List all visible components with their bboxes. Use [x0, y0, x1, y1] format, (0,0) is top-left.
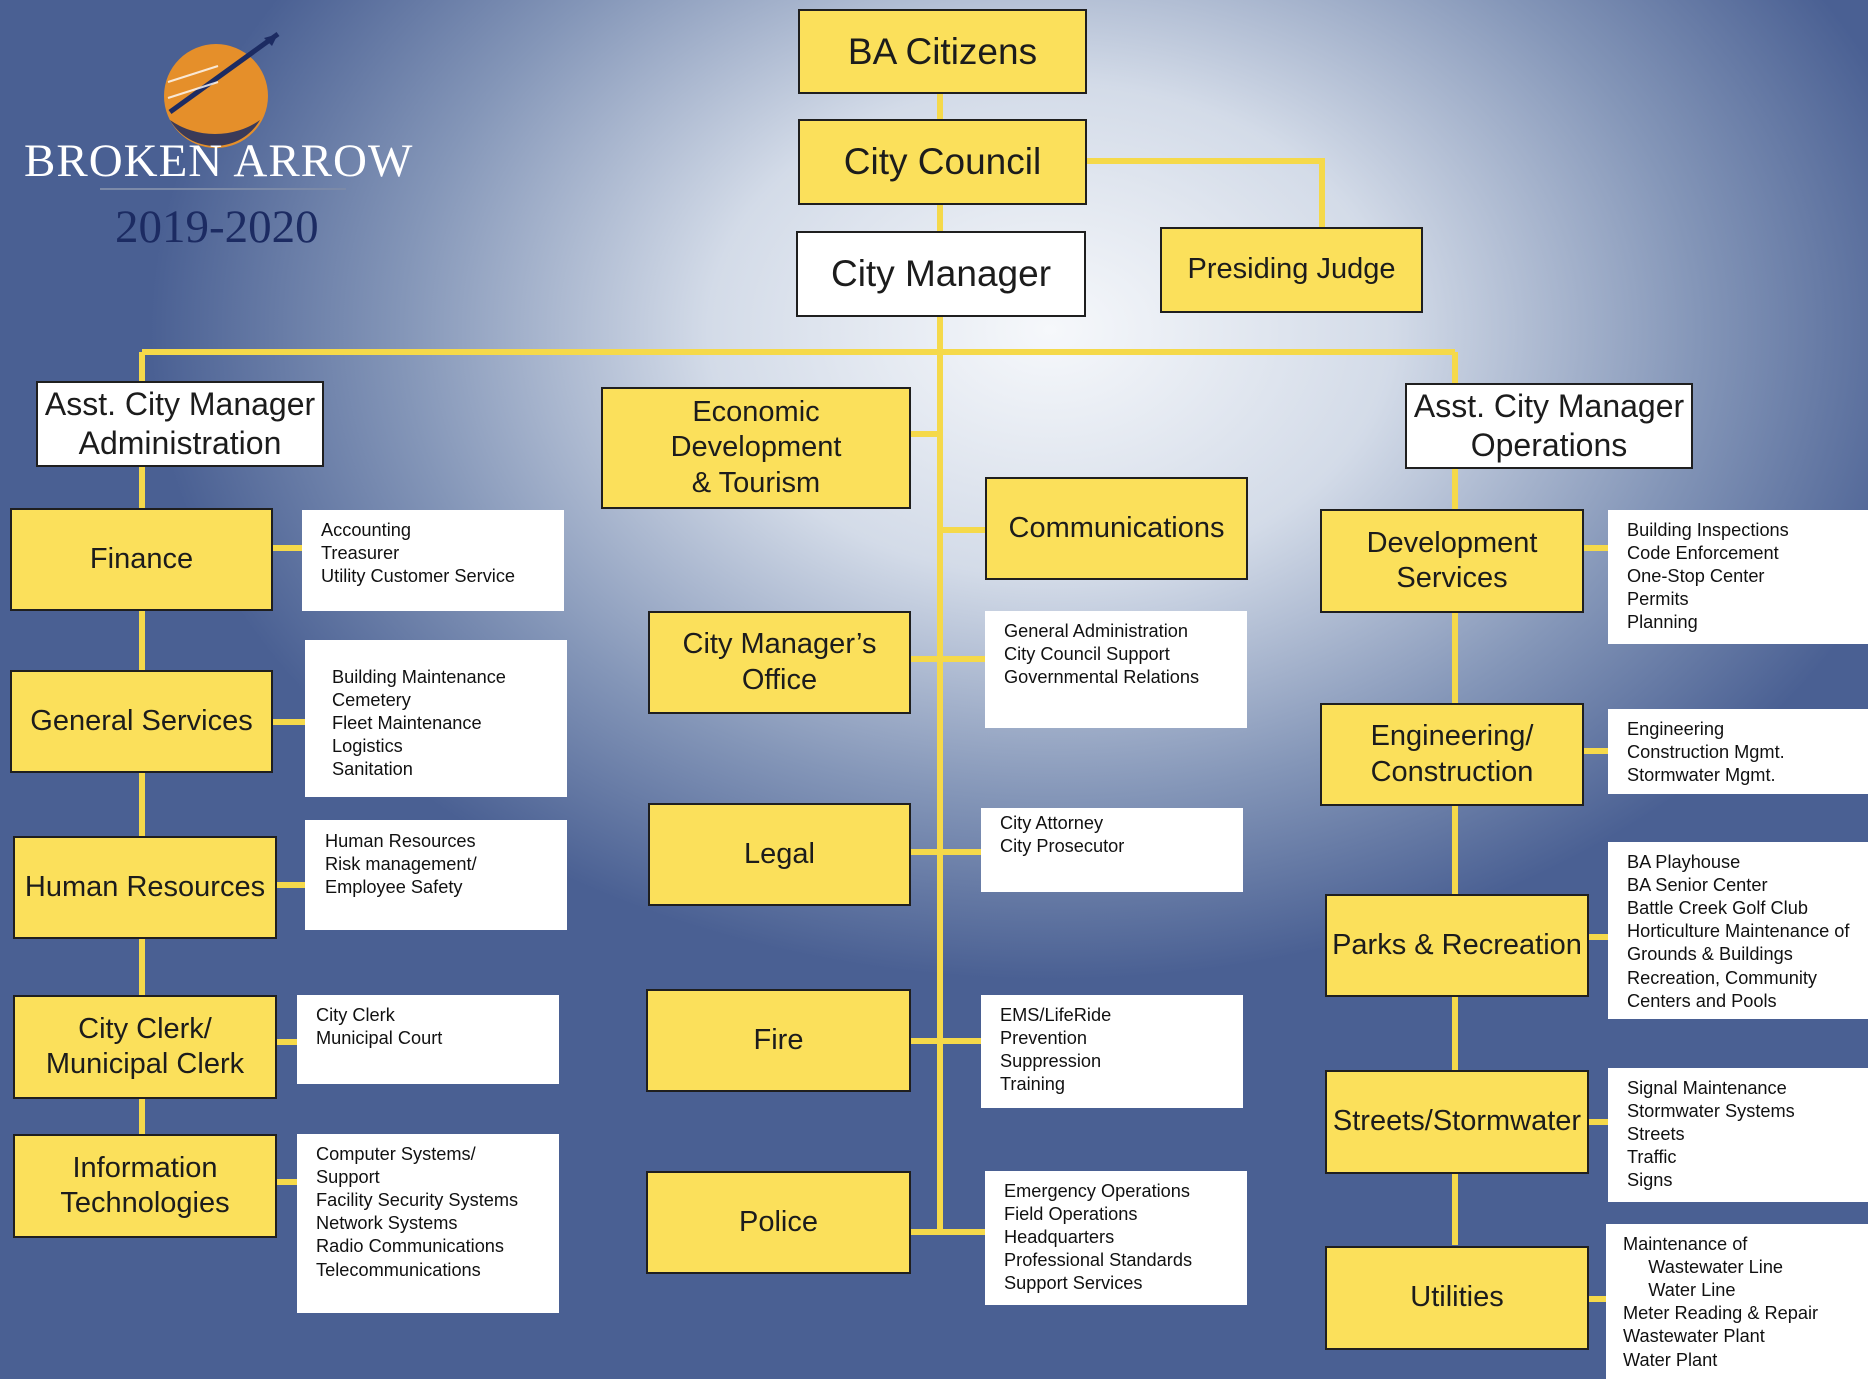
utilities-box: Utilities — [1325, 1246, 1589, 1350]
asst-city-manager-administration-box: Asst. City Manager Administration — [36, 381, 324, 467]
city-clerk-functions: City Clerk Municipal Court — [297, 995, 559, 1084]
human-resources-functions: Human Resources Risk management/ Employe… — [305, 820, 567, 930]
ba-citizens-box: BA Citizens — [798, 9, 1087, 94]
logo-wordmark: BROKEN ARROW — [24, 135, 414, 187]
general-services-box: General Services — [10, 670, 273, 773]
city-manager-box: City Manager — [796, 231, 1086, 317]
city-managers-office-box: City Manager’s Office — [648, 611, 911, 714]
information-technologies-box: Information Technologies — [13, 1134, 277, 1238]
finance-functions: Accounting Treasurer Utility Customer Se… — [302, 510, 564, 611]
city-council-box: City Council — [798, 119, 1087, 205]
fire-functions: EMS/LifeRide Prevention Suppression Trai… — [981, 995, 1243, 1108]
legal-box: Legal — [648, 803, 911, 906]
engineering-construction-functions: Engineering Construction Mgmt. Stormwate… — [1608, 709, 1868, 794]
communications-box: Communications — [985, 477, 1248, 580]
human-resources-box: Human Resources — [13, 836, 277, 939]
streets-stormwater-box: Streets/Stormwater — [1325, 1070, 1589, 1174]
legal-functions: City Attorney City Prosecutor — [981, 808, 1243, 892]
parks-recreation-box: Parks & Recreation — [1325, 894, 1589, 997]
city-managers-office-functions: General Administration City Council Supp… — [985, 611, 1247, 728]
development-services-functions: Building Inspections Code Enforcement On… — [1608, 510, 1868, 644]
police-box: Police — [646, 1171, 911, 1274]
city-clerk-box: City Clerk/ Municipal Clerk — [13, 995, 277, 1099]
finance-box: Finance — [10, 508, 273, 611]
arrow-emblem-icon — [164, 31, 280, 148]
streets-stormwater-functions: Signal Maintenance Stormwater Systems St… — [1608, 1068, 1868, 1202]
fire-box: Fire — [646, 989, 911, 1092]
utilities-functions: Maintenance of Wastewater Line Water Lin… — [1606, 1224, 1868, 1379]
presiding-judge-box: Presiding Judge — [1160, 227, 1423, 313]
information-technologies-functions: Computer Systems/ Support Facility Secur… — [297, 1134, 559, 1313]
development-services-box: Development Services — [1320, 509, 1584, 613]
general-services-functions: Building Maintenance Cemetery Fleet Main… — [305, 640, 567, 797]
logo-divider — [100, 188, 346, 190]
parks-recreation-functions: BA Playhouse BA Senior Center Battle Cre… — [1608, 842, 1868, 1019]
economic-development-tourism-box: Economic Development & Tourism — [601, 387, 911, 509]
asst-city-manager-operations-box: Asst. City Manager Operations — [1405, 383, 1693, 469]
engineering-construction-box: Engineering/ Construction — [1320, 703, 1584, 806]
year-label: 2019-2020 — [115, 201, 319, 253]
police-functions: Emergency Operations Field Operations He… — [985, 1171, 1247, 1305]
